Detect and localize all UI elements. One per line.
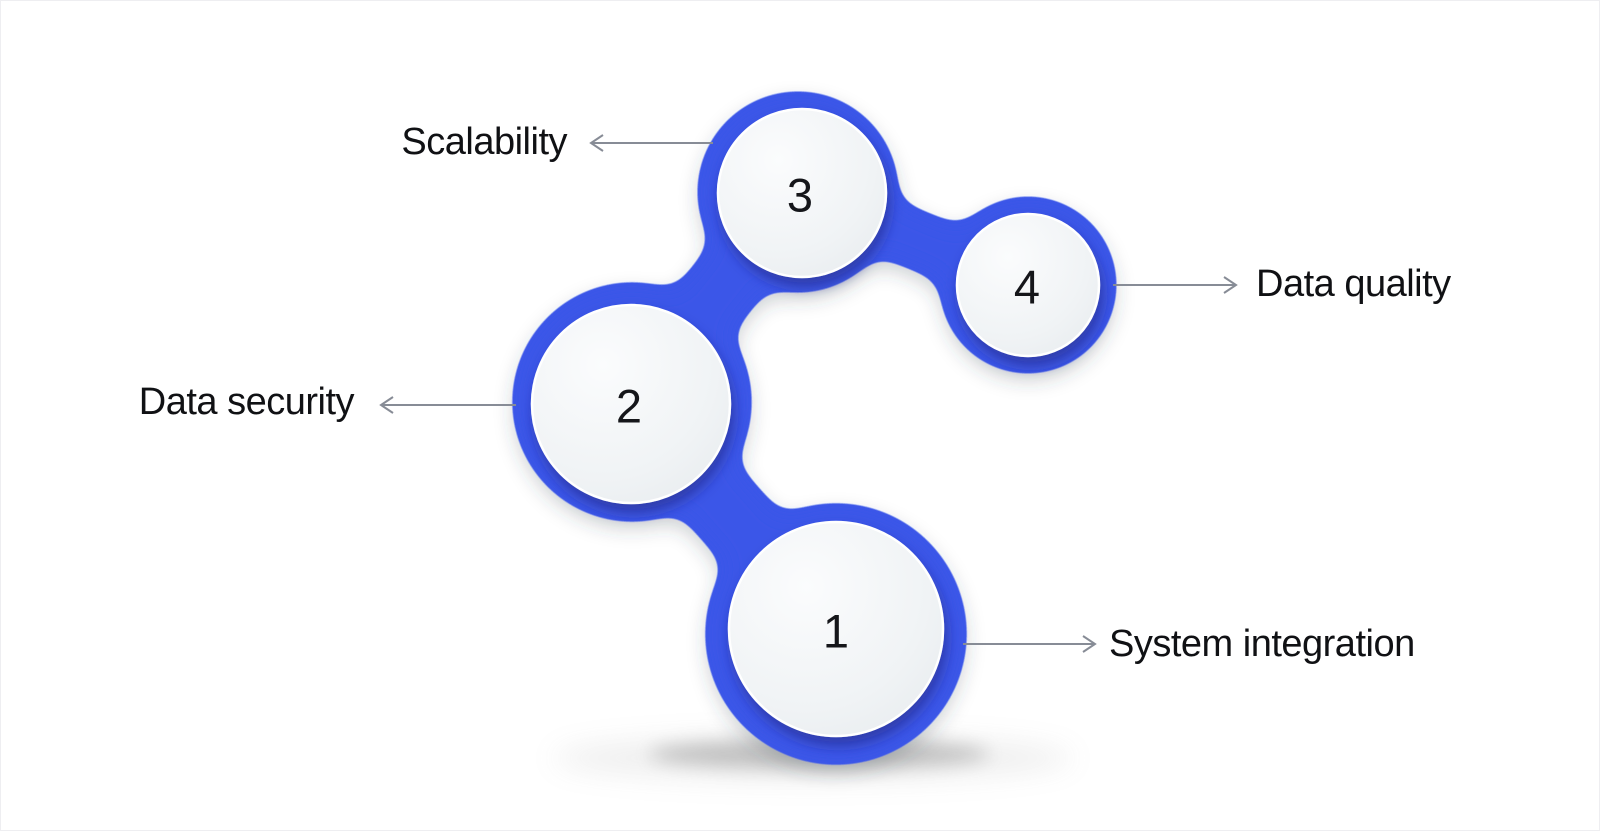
- discs: [530, 107, 1101, 738]
- node-2-number: 2: [616, 380, 642, 433]
- arrow-right-icon: [963, 635, 1097, 653]
- node-1-number: 1: [823, 605, 849, 658]
- arrow-right-icon: [1113, 276, 1238, 294]
- labels: Scalability Data security Data quality S…: [139, 121, 1452, 665]
- numbers: 1 2 3 4: [616, 169, 1040, 658]
- node-3-number: 3: [787, 169, 813, 222]
- label-data-quality: Data quality: [1256, 263, 1451, 305]
- arrow-left-icon: [589, 134, 713, 152]
- arrow-left-icon: [379, 396, 516, 414]
- node-3-disc: [716, 107, 888, 279]
- node-4-number: 4: [1014, 261, 1040, 314]
- arrows: [379, 134, 1238, 653]
- label-scalability: Scalability: [401, 121, 567, 163]
- label-data-security: Data security: [139, 381, 355, 423]
- node-1-disc: [727, 520, 945, 738]
- node-4-disc: [955, 212, 1101, 358]
- node-2-disc: [530, 303, 732, 505]
- label-system-integration: System integration: [1109, 623, 1415, 665]
